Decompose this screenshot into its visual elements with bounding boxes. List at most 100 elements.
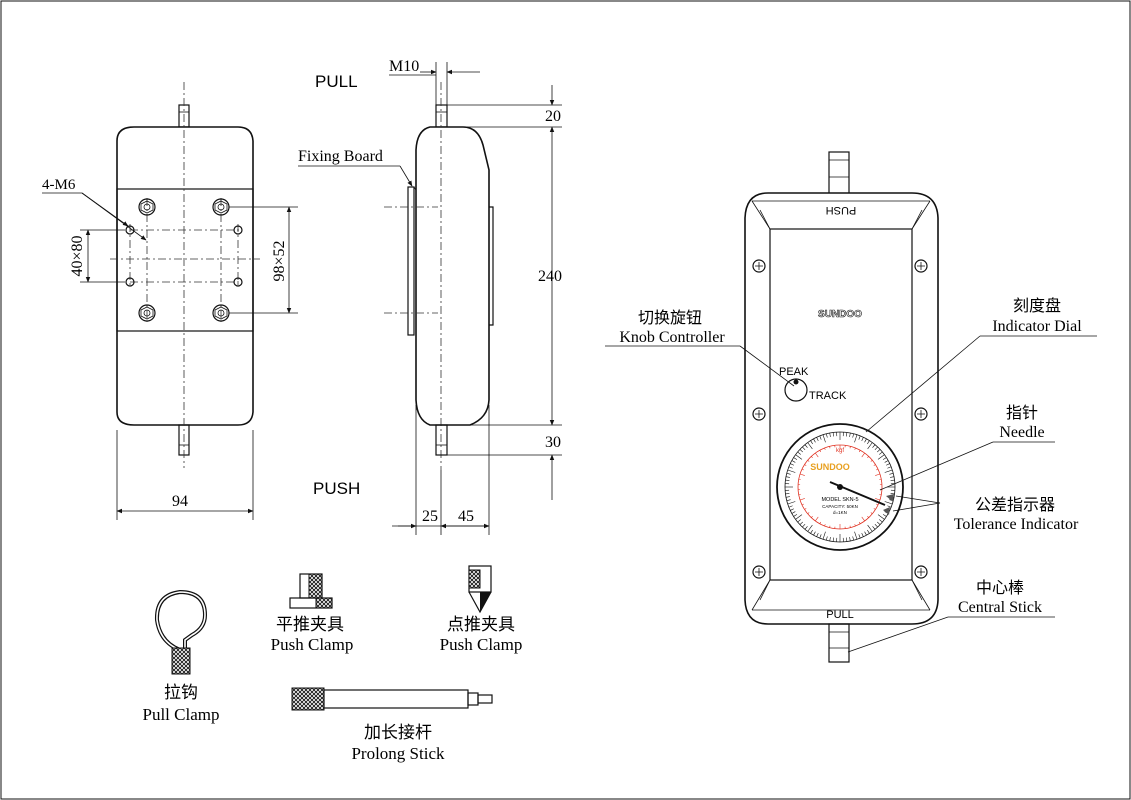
dial-red-tick bbox=[807, 512, 810, 515]
dial-red-tick bbox=[799, 473, 805, 476]
gauge-label-push: PUSH bbox=[826, 204, 857, 216]
pull-clamp-cn: 拉钩 bbox=[164, 683, 198, 702]
dial-tick bbox=[846, 537, 848, 542]
dial-division: d=1KN bbox=[833, 510, 847, 515]
dial-tick bbox=[797, 451, 801, 455]
dial-tick bbox=[810, 440, 813, 445]
tolerance-indicator-b bbox=[883, 507, 890, 515]
callout-needle-cn: 指针 bbox=[1006, 404, 1038, 422]
dial-red-tick bbox=[801, 468, 804, 471]
dial-model: MODEL SKN-5 bbox=[821, 497, 858, 503]
tolerance-indicator-a bbox=[886, 494, 894, 502]
knob-controller[interactable] bbox=[784, 378, 808, 402]
dial-red-tick bbox=[811, 456, 813, 459]
dial-tick bbox=[799, 449, 804, 453]
knob-track: TRACK bbox=[809, 390, 847, 402]
dial-tick bbox=[813, 438, 816, 443]
dial-tick bbox=[877, 514, 885, 520]
dial-red-tick bbox=[861, 516, 865, 522]
dial-red-tick bbox=[861, 452, 865, 458]
dial-tick bbox=[788, 505, 793, 508]
dial-tick bbox=[864, 531, 867, 536]
dial-red-tick bbox=[854, 524, 856, 527]
dial-red-tick bbox=[876, 503, 879, 506]
dial-tick bbox=[884, 460, 889, 463]
dial-tick bbox=[877, 454, 885, 460]
dial-tick bbox=[882, 457, 887, 460]
dial-tick bbox=[788, 466, 793, 469]
dial-tick bbox=[785, 476, 790, 478]
dial-tick bbox=[790, 463, 794, 466]
front-mount-plate bbox=[116, 188, 254, 332]
gauge-bottom-stick bbox=[828, 623, 850, 663]
front-view: 98×52 40×80 4-M6 94 bbox=[42, 82, 298, 520]
dial-tick bbox=[829, 432, 831, 437]
dial-red-tick bbox=[819, 450, 821, 453]
accessory-push-clamp-point: 点推夹具 Push Clamp bbox=[440, 565, 522, 654]
dial-red-tick bbox=[804, 464, 807, 466]
gauge-brand: SUNDOO bbox=[818, 309, 862, 320]
dial-tick bbox=[795, 514, 803, 520]
gauge-housing bbox=[744, 192, 939, 625]
dial-tick bbox=[867, 529, 870, 534]
dial-tick bbox=[849, 537, 851, 542]
callout-tolerance-en: Tolerance Indicator bbox=[954, 516, 1079, 533]
label-push-bottom: PUSH bbox=[313, 479, 360, 498]
dial-tick bbox=[872, 526, 876, 530]
dial-tick bbox=[879, 451, 883, 455]
dial-tick bbox=[826, 536, 828, 541]
dial-tick bbox=[810, 529, 813, 534]
dial-tick bbox=[854, 434, 858, 443]
dial-tick bbox=[876, 521, 881, 525]
dial-tick bbox=[884, 469, 893, 473]
dial-red-tick bbox=[807, 459, 810, 462]
dial-tick bbox=[785, 493, 790, 495]
callout-tolerance-cn: 公差指示器 bbox=[975, 496, 1055, 514]
dial-tick bbox=[846, 432, 848, 437]
dial-tick bbox=[886, 463, 890, 466]
pull-clamp-en: Pull Clamp bbox=[143, 705, 220, 724]
callout-knob-en: Knob Controller bbox=[619, 329, 725, 346]
dim-width-label: 94 bbox=[172, 493, 188, 510]
side-top-stub bbox=[435, 104, 448, 128]
dial-red-tick bbox=[875, 473, 881, 476]
dial-tick bbox=[829, 537, 831, 542]
push-clamp-flat-en: Push Clamp bbox=[271, 635, 354, 654]
gauge-top-stick bbox=[828, 151, 850, 195]
dial-tick bbox=[832, 432, 834, 437]
prolong-stick-en: Prolong Stick bbox=[351, 744, 445, 763]
dial-tick bbox=[804, 526, 808, 530]
dial-tick bbox=[786, 473, 791, 475]
callout-dial-en: Indicator Dial bbox=[992, 318, 1082, 335]
dial-tick bbox=[858, 435, 861, 440]
gauge-label-pull: PULL bbox=[826, 609, 854, 621]
gauge-screws bbox=[752, 259, 928, 579]
dial-unit: kgf bbox=[836, 448, 844, 454]
dial-tick bbox=[832, 537, 834, 542]
dim-height-label: 240 bbox=[538, 268, 562, 285]
prolong-stick-rod bbox=[323, 689, 469, 709]
front-body bbox=[116, 126, 254, 426]
front-holes-small bbox=[125, 225, 243, 287]
dial-tick bbox=[887, 466, 892, 469]
dial-tick bbox=[887, 505, 892, 508]
side-view: PULL PUSH M10 Fixing Board 20 bbox=[298, 58, 562, 535]
dial-tick bbox=[822, 531, 826, 540]
dial-tick bbox=[861, 437, 864, 441]
dial-red-tick bbox=[875, 498, 881, 501]
dim-98x52-label: 98×52 bbox=[271, 240, 288, 281]
dial-brand: SUNDOO bbox=[810, 462, 850, 472]
dial-tick bbox=[882, 514, 887, 517]
dial-tick bbox=[819, 534, 822, 539]
dial-red-tick bbox=[876, 468, 879, 471]
dial-tick bbox=[864, 438, 867, 443]
indicator-dial: kgf SUNDOO MODEL SKN-5 CAPACITY: 50KN d=… bbox=[776, 423, 904, 551]
callout-needle-en: Needle bbox=[999, 424, 1044, 441]
dial-red-tick bbox=[801, 503, 804, 506]
side-body bbox=[415, 126, 490, 426]
side-fixing-board bbox=[407, 186, 415, 336]
dial-red-tick bbox=[819, 521, 821, 524]
accessory-push-clamp-flat: 平推夹具 Push Clamp bbox=[271, 573, 354, 654]
dial-tick bbox=[858, 534, 861, 539]
